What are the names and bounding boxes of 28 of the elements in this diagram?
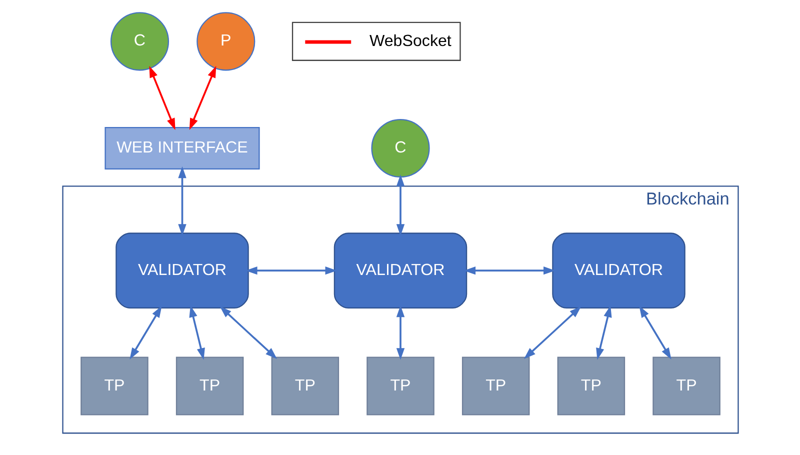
arrow <box>148 66 175 130</box>
node-box: TP <box>80 356 148 416</box>
node-circle: C <box>370 118 430 178</box>
arrow <box>523 306 581 360</box>
node-box: TP <box>366 356 434 416</box>
node-box: TP <box>270 356 339 416</box>
arrow <box>188 305 204 360</box>
arrow <box>638 306 671 360</box>
arrow <box>219 306 277 360</box>
node-box: VALIDATOR <box>333 232 467 308</box>
node-circle: C <box>110 12 169 71</box>
node-box: TP <box>556 356 625 416</box>
node-box: TP <box>175 356 244 416</box>
legend-label: WebSocket <box>368 32 451 50</box>
node-box: VALIDATOR <box>115 232 248 308</box>
arrow <box>396 305 404 360</box>
arrow <box>245 266 336 275</box>
arrow <box>188 66 216 130</box>
node-circle: P <box>196 12 255 71</box>
arrow <box>178 166 186 236</box>
node-box: VALIDATOR <box>552 232 685 308</box>
arrow <box>396 174 404 236</box>
node-box: TP <box>461 356 530 416</box>
arrow <box>129 306 162 360</box>
arrow <box>463 266 555 275</box>
node-box: WEB INTERFACE <box>104 127 260 170</box>
node-box: TP <box>652 356 720 416</box>
arrow <box>596 305 612 360</box>
